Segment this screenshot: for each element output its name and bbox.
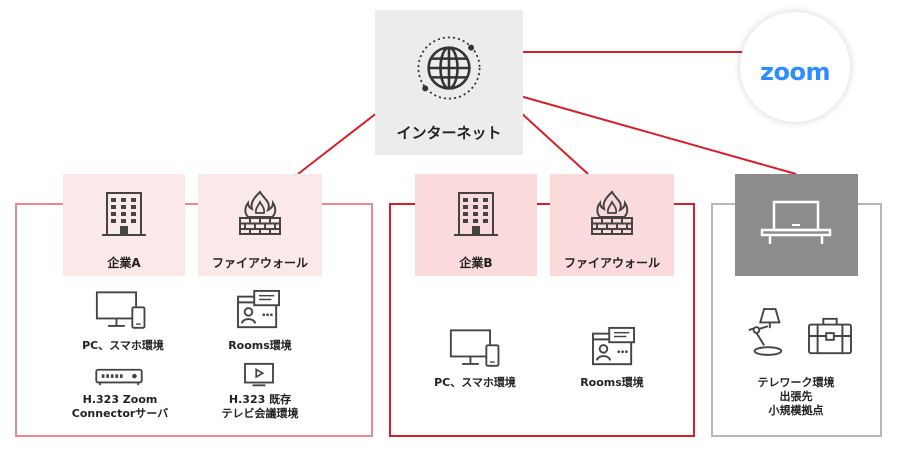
company-b-pc-label: PC、スマホ環境 bbox=[434, 376, 516, 389]
company-a-box bbox=[15, 203, 373, 437]
company-a-pc-label: PC、スマホ環境 bbox=[82, 339, 164, 352]
company-b-firewall: ファイアウォール bbox=[550, 174, 674, 276]
rooms-display-icon bbox=[592, 326, 635, 366]
company-b-firewall-label: ファイアウォール bbox=[563, 256, 660, 270]
company-a-tv-label-line2: テレビ会議環境 bbox=[221, 407, 299, 420]
laptop-desk-icon bbox=[760, 200, 832, 244]
desk-lamp-icon bbox=[748, 308, 783, 356]
internet-label: インターネット bbox=[396, 124, 502, 142]
line-internet-company-b bbox=[519, 111, 589, 175]
company-a-tv-label: H.323 既存 テレビ会議環境 bbox=[190, 393, 330, 421]
company-a-firewall-label: ファイアウォール bbox=[211, 256, 308, 270]
telework-label-line3: 小規模拠点 bbox=[768, 404, 824, 417]
zoom-logo-text: zoom bbox=[760, 58, 830, 86]
company-a-firewall: ファイアウォール bbox=[198, 174, 322, 276]
pc-smartphone-icon bbox=[449, 329, 500, 367]
telework-header bbox=[735, 174, 858, 276]
company-a-label: 企業A bbox=[107, 256, 141, 270]
tv-conference-icon bbox=[244, 362, 274, 387]
telework-label-line1: テレワーク環境 bbox=[757, 376, 835, 389]
company-a-connector-label-line1: H.323 Zoom bbox=[82, 393, 158, 406]
office-building-icon bbox=[454, 192, 498, 236]
company-b-header: 企業B bbox=[415, 174, 537, 276]
internet-node: インターネット bbox=[375, 10, 523, 155]
line-internet-telework bbox=[519, 95, 797, 175]
globe-icon bbox=[417, 36, 481, 100]
company-a-tv-label-line1: H.323 既存 bbox=[228, 393, 292, 406]
company-a-header: 企業A bbox=[63, 174, 185, 276]
telework-label-line2: 出張先 bbox=[779, 390, 813, 403]
telework-label: テレワーク環境 出張先 小規模拠点 bbox=[726, 376, 866, 418]
company-b-rooms-label: Rooms環境 bbox=[580, 376, 644, 389]
firewall-icon bbox=[239, 190, 281, 235]
company-b-box bbox=[389, 203, 695, 437]
firewall-icon bbox=[591, 190, 633, 235]
office-building-icon bbox=[102, 192, 146, 236]
pc-smartphone-icon bbox=[95, 291, 146, 329]
briefcase-icon bbox=[808, 317, 852, 355]
line-internet-company-a bbox=[297, 111, 379, 175]
company-a-rooms-label: Rooms環境 bbox=[228, 339, 292, 352]
company-a-connector-label-line2: Connectorサーバ bbox=[71, 407, 169, 420]
rooms-display-icon bbox=[237, 289, 280, 329]
zoom-logo-node[interactable]: zoom bbox=[740, 12, 850, 122]
company-a-connector-label: H.323 Zoom Connectorサーバ bbox=[50, 393, 190, 421]
connector-server-icon bbox=[95, 368, 143, 386]
company-b-label: 企業B bbox=[459, 256, 493, 270]
